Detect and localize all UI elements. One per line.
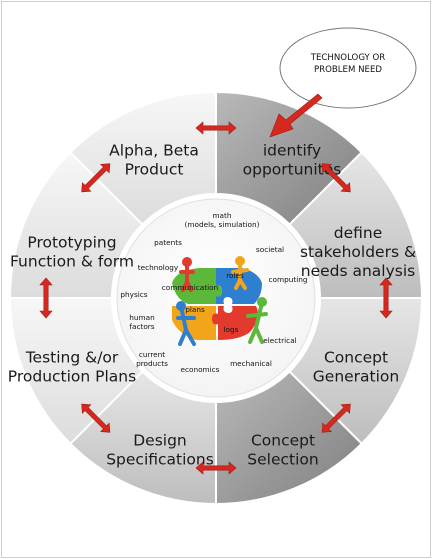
puzzle-figures-illustration <box>172 256 268 346</box>
figure-orange <box>231 256 249 290</box>
figure-blue <box>176 301 196 346</box>
hub-label-economics: economics <box>180 365 219 374</box>
segment-label-concept-generation: Concept <box>324 349 388 367</box>
cycle-arrow <box>81 163 111 193</box>
segment-label-define: define <box>334 224 383 242</box>
segment-label-define: stakeholders & <box>300 243 416 261</box>
cycle-arrow <box>195 121 237 135</box>
callout: TECHNOLOGY OR PROBLEM NEED <box>269 27 417 138</box>
segment-label-design-specs: Design <box>133 432 187 450</box>
segment-alpha-beta <box>68 90 217 226</box>
segment-label-testing: Testing &/or <box>25 349 119 367</box>
cycle-arrow <box>321 403 351 433</box>
hub-label-math: math <box>212 211 231 220</box>
cycle-arrow <box>321 163 351 193</box>
hub-label-communication: communication <box>162 283 218 292</box>
segment-label-define: needs analysis <box>301 262 416 280</box>
cycle-arrow <box>81 403 111 433</box>
callout-text-line-1: TECHNOLOGY OR <box>310 53 386 63</box>
segment-label-prototyping: Function & form <box>10 253 134 271</box>
segment-label-identify: opportunites <box>243 161 342 179</box>
segment-label-concept-selection: Concept <box>251 432 315 450</box>
hub-label-technology: technology <box>138 263 179 272</box>
hub-label-societal: societal <box>256 245 284 254</box>
callout-bubble <box>279 27 417 109</box>
hub-label-patents: patents <box>154 238 182 247</box>
segment-label-alpha-beta: Alpha, Beta <box>109 142 199 160</box>
hub-label-current-products: products <box>136 359 168 368</box>
segment-label-alpha-beta: Product <box>125 161 184 179</box>
figure-red <box>179 257 195 292</box>
segment-label-prototyping: Prototyping <box>27 234 116 252</box>
hub-label-logs: logs <box>224 325 239 334</box>
cycle-arrow <box>379 277 393 319</box>
hub-label-mechanical: mechanical <box>230 359 272 368</box>
hub-label-math: (models, simulation) <box>185 220 260 229</box>
hub-label-current-products: current <box>139 350 165 359</box>
puzzle-piece-red <box>212 306 258 340</box>
hub-label-physics: physics <box>120 290 147 299</box>
hub-label-human-factors: factors <box>129 322 154 331</box>
cycle-arrow <box>39 277 53 319</box>
segment-label-concept-selection: Selection <box>247 451 318 469</box>
hub-label-plans: plans <box>185 305 205 314</box>
hub-label-computing: computing <box>269 275 308 284</box>
cycle-arrows <box>39 121 393 475</box>
segment-label-identify: identify <box>263 142 321 160</box>
hub-label-roles: roles <box>226 271 244 280</box>
hub-label-electrical: electrical <box>263 336 296 345</box>
figure-green <box>246 297 268 344</box>
cycle-segments <box>8 90 424 506</box>
segment-label-concept-generation: Generation <box>313 368 399 386</box>
hub-labels: math(models, simulation)patents societal t… <box>120 211 307 374</box>
puzzle-piece-green <box>172 268 222 304</box>
hub-label-human-factors: human <box>129 313 154 322</box>
segment-label-design-specs: Specifications <box>106 451 214 469</box>
callout-pointer-arrow <box>269 93 323 138</box>
cycle-arrow <box>195 461 237 475</box>
callout-text-line-2: PROBLEM NEED <box>314 65 382 75</box>
segment-label-testing: Production Plans <box>8 368 136 386</box>
